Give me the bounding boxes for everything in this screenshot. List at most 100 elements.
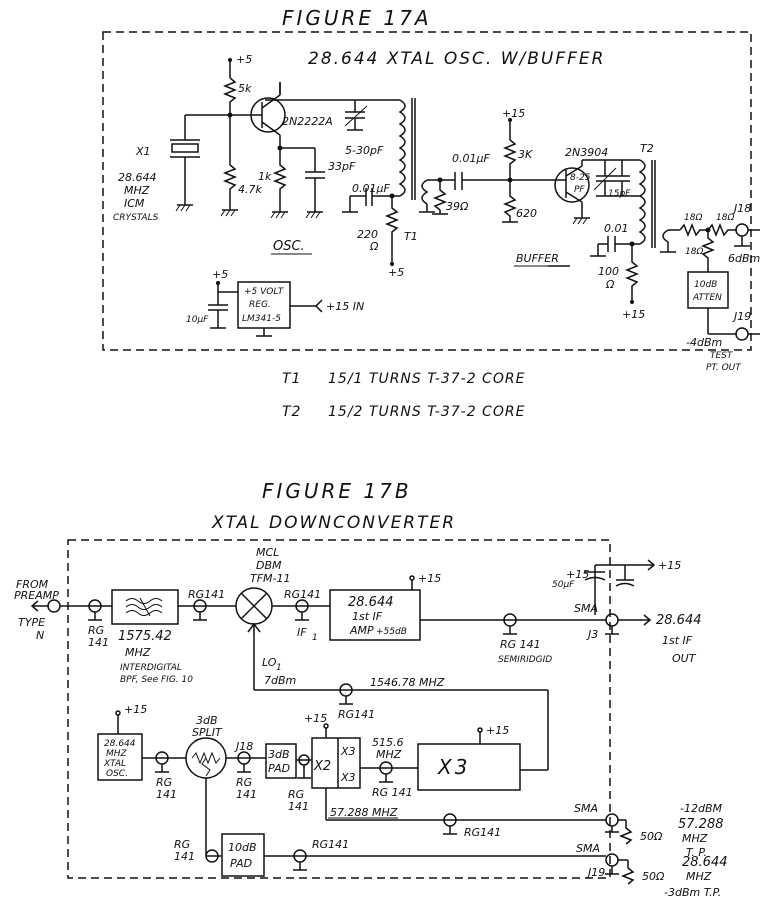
- rg-b-top: RG141: [188, 588, 225, 601]
- q1-label: 2N2222A: [282, 115, 333, 128]
- bpf-unit: MHZ: [125, 646, 151, 659]
- c001c-label: 0.01: [604, 222, 629, 235]
- x3-big-label: X3: [437, 755, 470, 779]
- note-t1-text: 15/1 TURNS T-37-2 CORE: [328, 371, 525, 387]
- rg-x3-label: RG 141: [372, 786, 413, 799]
- resistor-220: [384, 196, 400, 262]
- pad3-line1: 3dB: [268, 748, 290, 761]
- reg-line2: REG.: [249, 300, 271, 310]
- lo-freq: 1546.78 MHZ: [370, 676, 445, 689]
- tp28-freq: 28.644: [682, 855, 728, 870]
- amp-line3: AMP: [349, 624, 374, 637]
- x1-maker: ICM: [124, 197, 145, 210]
- r39-label: 39Ω: [446, 200, 469, 213]
- supply-plus5-b: +5: [388, 266, 404, 279]
- f57-label: 57.288 MHZ: [330, 806, 398, 819]
- rg-semi-label: RG 141: [500, 638, 541, 651]
- rg-57-label: RG141: [464, 826, 501, 839]
- x2-supply: +15: [304, 712, 327, 725]
- connector-j3: [605, 613, 619, 627]
- c001a-label: 0.01µF: [352, 182, 390, 195]
- r5k-label: 5k: [238, 82, 252, 95]
- pad-3db-box: [265, 743, 297, 779]
- connector-j19-b: [605, 853, 619, 867]
- resistor-5k: [222, 77, 238, 115]
- r18a-label: 18Ω: [684, 213, 702, 223]
- x2-label: X2: [313, 759, 331, 774]
- tp-line1: TEST: [710, 351, 734, 361]
- fig-a-title: FIGURE 17A: [282, 6, 432, 30]
- type-label-1: TYPE: [18, 616, 45, 629]
- split-label-2: SPLIT: [192, 726, 223, 739]
- resistor-1k: [272, 148, 288, 212]
- c825-pf: PF: [574, 185, 585, 195]
- supply-plus15-a: +15: [502, 107, 525, 120]
- x1-ref: X1: [135, 145, 151, 158]
- c001b-label: 0.01µF: [452, 152, 490, 165]
- sup15b-label: +15: [566, 568, 589, 581]
- fig-a-enclosure: [102, 31, 752, 351]
- crystal-x1: [170, 114, 230, 212]
- pad-10db-box: [221, 833, 265, 877]
- bpf-freq: 1575.42: [118, 629, 172, 644]
- note-t2-text: 15/2 TURNS T-37-2 CORE: [328, 404, 525, 420]
- resistor-4k7: [222, 115, 238, 210]
- semi-label: SEMIRIDGID: [498, 655, 552, 665]
- bpf-desc-1: INTERDIGITAL: [120, 663, 182, 673]
- f515-unit: MHZ: [376, 748, 402, 761]
- figure-17b: FIGURE 17B XTAL DOWNCONVERTER FROM PREAM…: [14, 479, 728, 899]
- out-if: 1st IF: [662, 634, 693, 647]
- rg-10db-label-2: 141: [174, 850, 195, 863]
- r1k-label: 1k: [258, 170, 272, 183]
- x1-freq: 28.644: [118, 171, 157, 184]
- j19-a-label: J19: [732, 310, 751, 323]
- if1-label: IF: [297, 626, 307, 639]
- fig-b-title: FIGURE 17B: [262, 479, 412, 503]
- rg-a-label-1: RG: [88, 624, 104, 637]
- tp-line2: PT. OUT: [706, 363, 742, 373]
- x3-supply: +15: [486, 724, 509, 737]
- multiplier-x3-box: [417, 743, 521, 791]
- reg-cap-label: 10µF: [186, 315, 209, 325]
- sup15c-label: +15: [658, 559, 681, 572]
- from-label-2: PREAMP: [14, 589, 59, 602]
- j3-label: J3: [586, 628, 598, 641]
- cap50-label: 50µF: [552, 580, 575, 590]
- connector-tp-57: [605, 813, 619, 827]
- note-t2-ref: T2: [282, 404, 301, 420]
- x3a-label: X3: [340, 745, 356, 758]
- r620-label: 620: [516, 207, 537, 220]
- atten-line1: 10dB: [694, 280, 717, 290]
- x1-type: CRYSTALS: [113, 213, 159, 223]
- amp-supply: +15: [418, 572, 441, 585]
- t2-ref: T2: [640, 142, 654, 155]
- rg-split-label-2: 141: [236, 788, 257, 801]
- connector-j18-a: [735, 223, 749, 237]
- osc-label: OSC.: [273, 239, 305, 254]
- atten-line2: ATTEN: [692, 293, 722, 303]
- osc-line4: OSC.: [106, 769, 128, 779]
- x1-unit: MHZ: [124, 184, 150, 197]
- r220-label: 220: [357, 228, 378, 241]
- pad10-line2: PAD: [230, 857, 252, 870]
- r220-ohm: Ω: [369, 240, 379, 253]
- lo1-sub: 1: [276, 663, 282, 673]
- bpf-desc-2: BPF, See FIG. 10: [120, 675, 193, 685]
- t1-secondary: [421, 179, 429, 205]
- fig-b-subtitle: XTAL DOWNCONVERTER: [211, 513, 456, 533]
- tfm-label: TFM-11: [250, 572, 291, 585]
- fig-b-enclosure: [67, 539, 611, 879]
- lvl-12dbm: -12dBM: [680, 802, 722, 815]
- rg-osc-label-1: RG: [156, 776, 172, 789]
- out-m4dbm: -4dBm: [686, 336, 722, 349]
- amp-freq: 28.644: [348, 595, 394, 610]
- t1-ref: T1: [404, 230, 418, 243]
- type-label-2: N: [36, 629, 44, 642]
- sma-b-label: SMA: [574, 802, 598, 815]
- rg-c-top: RG141: [284, 588, 321, 601]
- trimmer-label: 5-30pF: [345, 144, 384, 157]
- note-t1-ref: T1: [282, 371, 301, 387]
- t2-secondary: [662, 229, 669, 243]
- transistor-q1: [230, 82, 286, 148]
- out-6dbm: 6dBm: [728, 252, 760, 265]
